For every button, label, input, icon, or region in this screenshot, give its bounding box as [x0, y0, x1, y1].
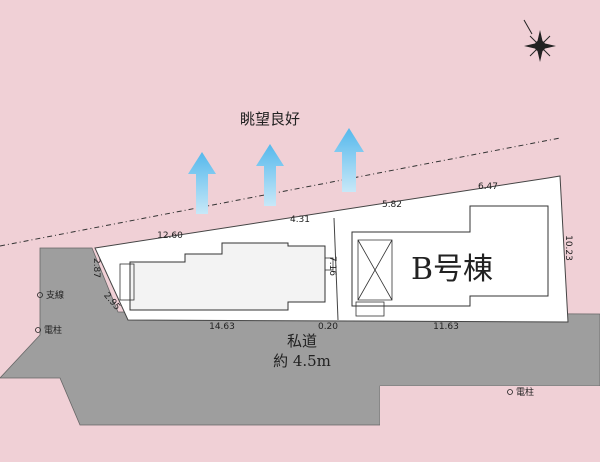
support-wire-label: 支線 [46, 289, 64, 301]
building-b-label: B号棟 [411, 252, 493, 287]
dimension-label: 2.87 [91, 258, 101, 278]
dimension-label: 5.82 [382, 200, 402, 210]
dimension-label: 4.31 [290, 215, 310, 225]
road-width: 約 4.5m [273, 352, 331, 370]
road-area-step [380, 388, 600, 462]
dimension-label: 7.16 [327, 256, 337, 276]
building-a-step [324, 257, 334, 271]
building-b [351, 205, 549, 307]
dimension-label: 6.47 [478, 182, 498, 192]
building-b-porch [355, 301, 385, 317]
dimension-label: 14.63 [209, 322, 235, 332]
pole-marker-left [35, 327, 41, 333]
support-wire-marker [37, 292, 43, 298]
view-label: 眺望良好 [240, 110, 300, 128]
dimension-label: 10.23 [563, 235, 573, 261]
dimension-label: 0.20 [318, 322, 338, 332]
building-a-porch [119, 263, 135, 301]
up-arrow-icon [334, 128, 364, 192]
up-arrow-icon [256, 144, 284, 206]
pole-label-right: 電柱 [516, 386, 534, 398]
building-b-roof [357, 239, 393, 301]
up-arrow-icon [188, 152, 216, 214]
building-a [129, 242, 326, 311]
road-name: 私道 [287, 332, 317, 350]
dimension-label: 12.60 [157, 231, 183, 241]
pole-marker-right [507, 389, 513, 395]
pole-label-left: 電柱 [44, 324, 62, 336]
dimension-label: 11.63 [433, 322, 459, 332]
lot-divider [333, 217, 339, 321]
compass-rose-icon [523, 19, 556, 62]
